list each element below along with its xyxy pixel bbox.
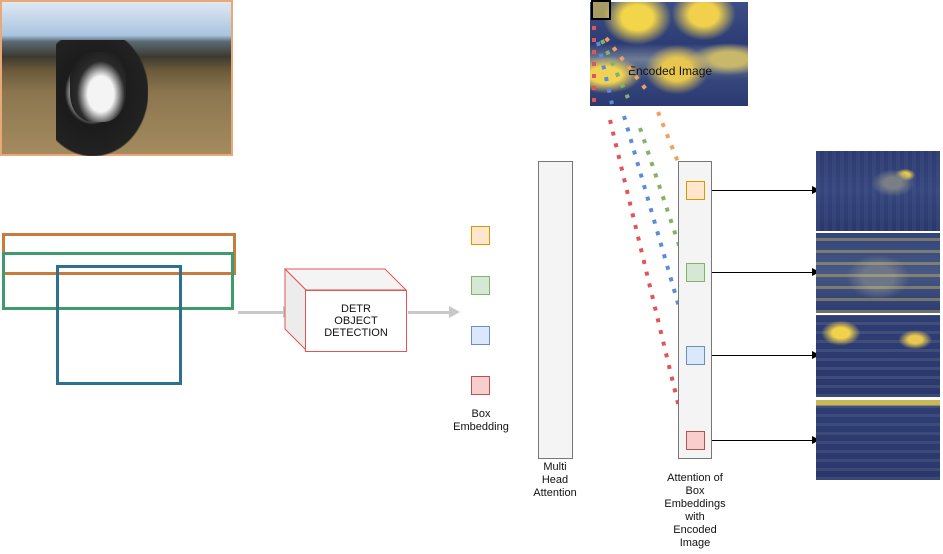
attention-map-4 bbox=[816, 400, 940, 480]
output-arrow-green bbox=[712, 268, 820, 276]
attention-map-3 bbox=[816, 315, 940, 397]
output-arrow-orange bbox=[712, 186, 820, 194]
attention-embedding-blue bbox=[686, 346, 705, 365]
multi-head-attention-label: Multi Head Attention bbox=[533, 461, 577, 499]
encoded-image-label: Encoded Image bbox=[628, 64, 713, 78]
embedding-orange bbox=[471, 226, 490, 245]
dots-blue bbox=[596, 41, 690, 339]
bbox-green bbox=[2, 252, 234, 310]
arrow-to-detr bbox=[238, 306, 294, 318]
embedding-green bbox=[471, 276, 490, 295]
bbox-blue-cow bbox=[56, 265, 182, 385]
dots-red bbox=[592, 26, 684, 421]
dots-red-main bbox=[608, 119, 684, 421]
embedding-red bbox=[471, 376, 490, 395]
embedding-blue bbox=[471, 326, 490, 345]
attention-embedding-orange bbox=[686, 181, 705, 200]
output-arrow-blue bbox=[712, 351, 820, 359]
dots-blue-encoded bbox=[596, 41, 614, 105]
attention-embedding-red bbox=[686, 431, 705, 450]
attention-column bbox=[678, 161, 712, 459]
arrow-to-embeddings bbox=[408, 306, 460, 318]
attention-map-1 bbox=[816, 151, 940, 231]
input-image bbox=[0, 0, 233, 156]
detr-object-detection-box: DETR OBJECT DETECTION bbox=[305, 290, 407, 352]
attention-embedding-green bbox=[686, 263, 705, 282]
encoded-image-selected-patch bbox=[591, 0, 611, 20]
dots-orange bbox=[604, 36, 692, 193]
detr-box-3d bbox=[284, 268, 408, 352]
dots-green-main bbox=[638, 127, 692, 279]
box-embedding-label: Box Embedding bbox=[453, 408, 509, 433]
encoded-image-heatmap: Encoded Image bbox=[590, 2, 748, 106]
dots-blue-main bbox=[622, 115, 690, 339]
attention-label: Attention of Box Embeddings with Encoded… bbox=[664, 472, 726, 549]
dots-green bbox=[600, 39, 692, 279]
dots-orange-main bbox=[656, 111, 692, 193]
multi-head-attention-bar bbox=[538, 161, 573, 459]
output-arrow-red bbox=[712, 436, 820, 444]
dotted-attention-lines bbox=[592, 26, 692, 421]
attention-map-2 bbox=[816, 233, 940, 313]
cow-head bbox=[70, 52, 126, 122]
